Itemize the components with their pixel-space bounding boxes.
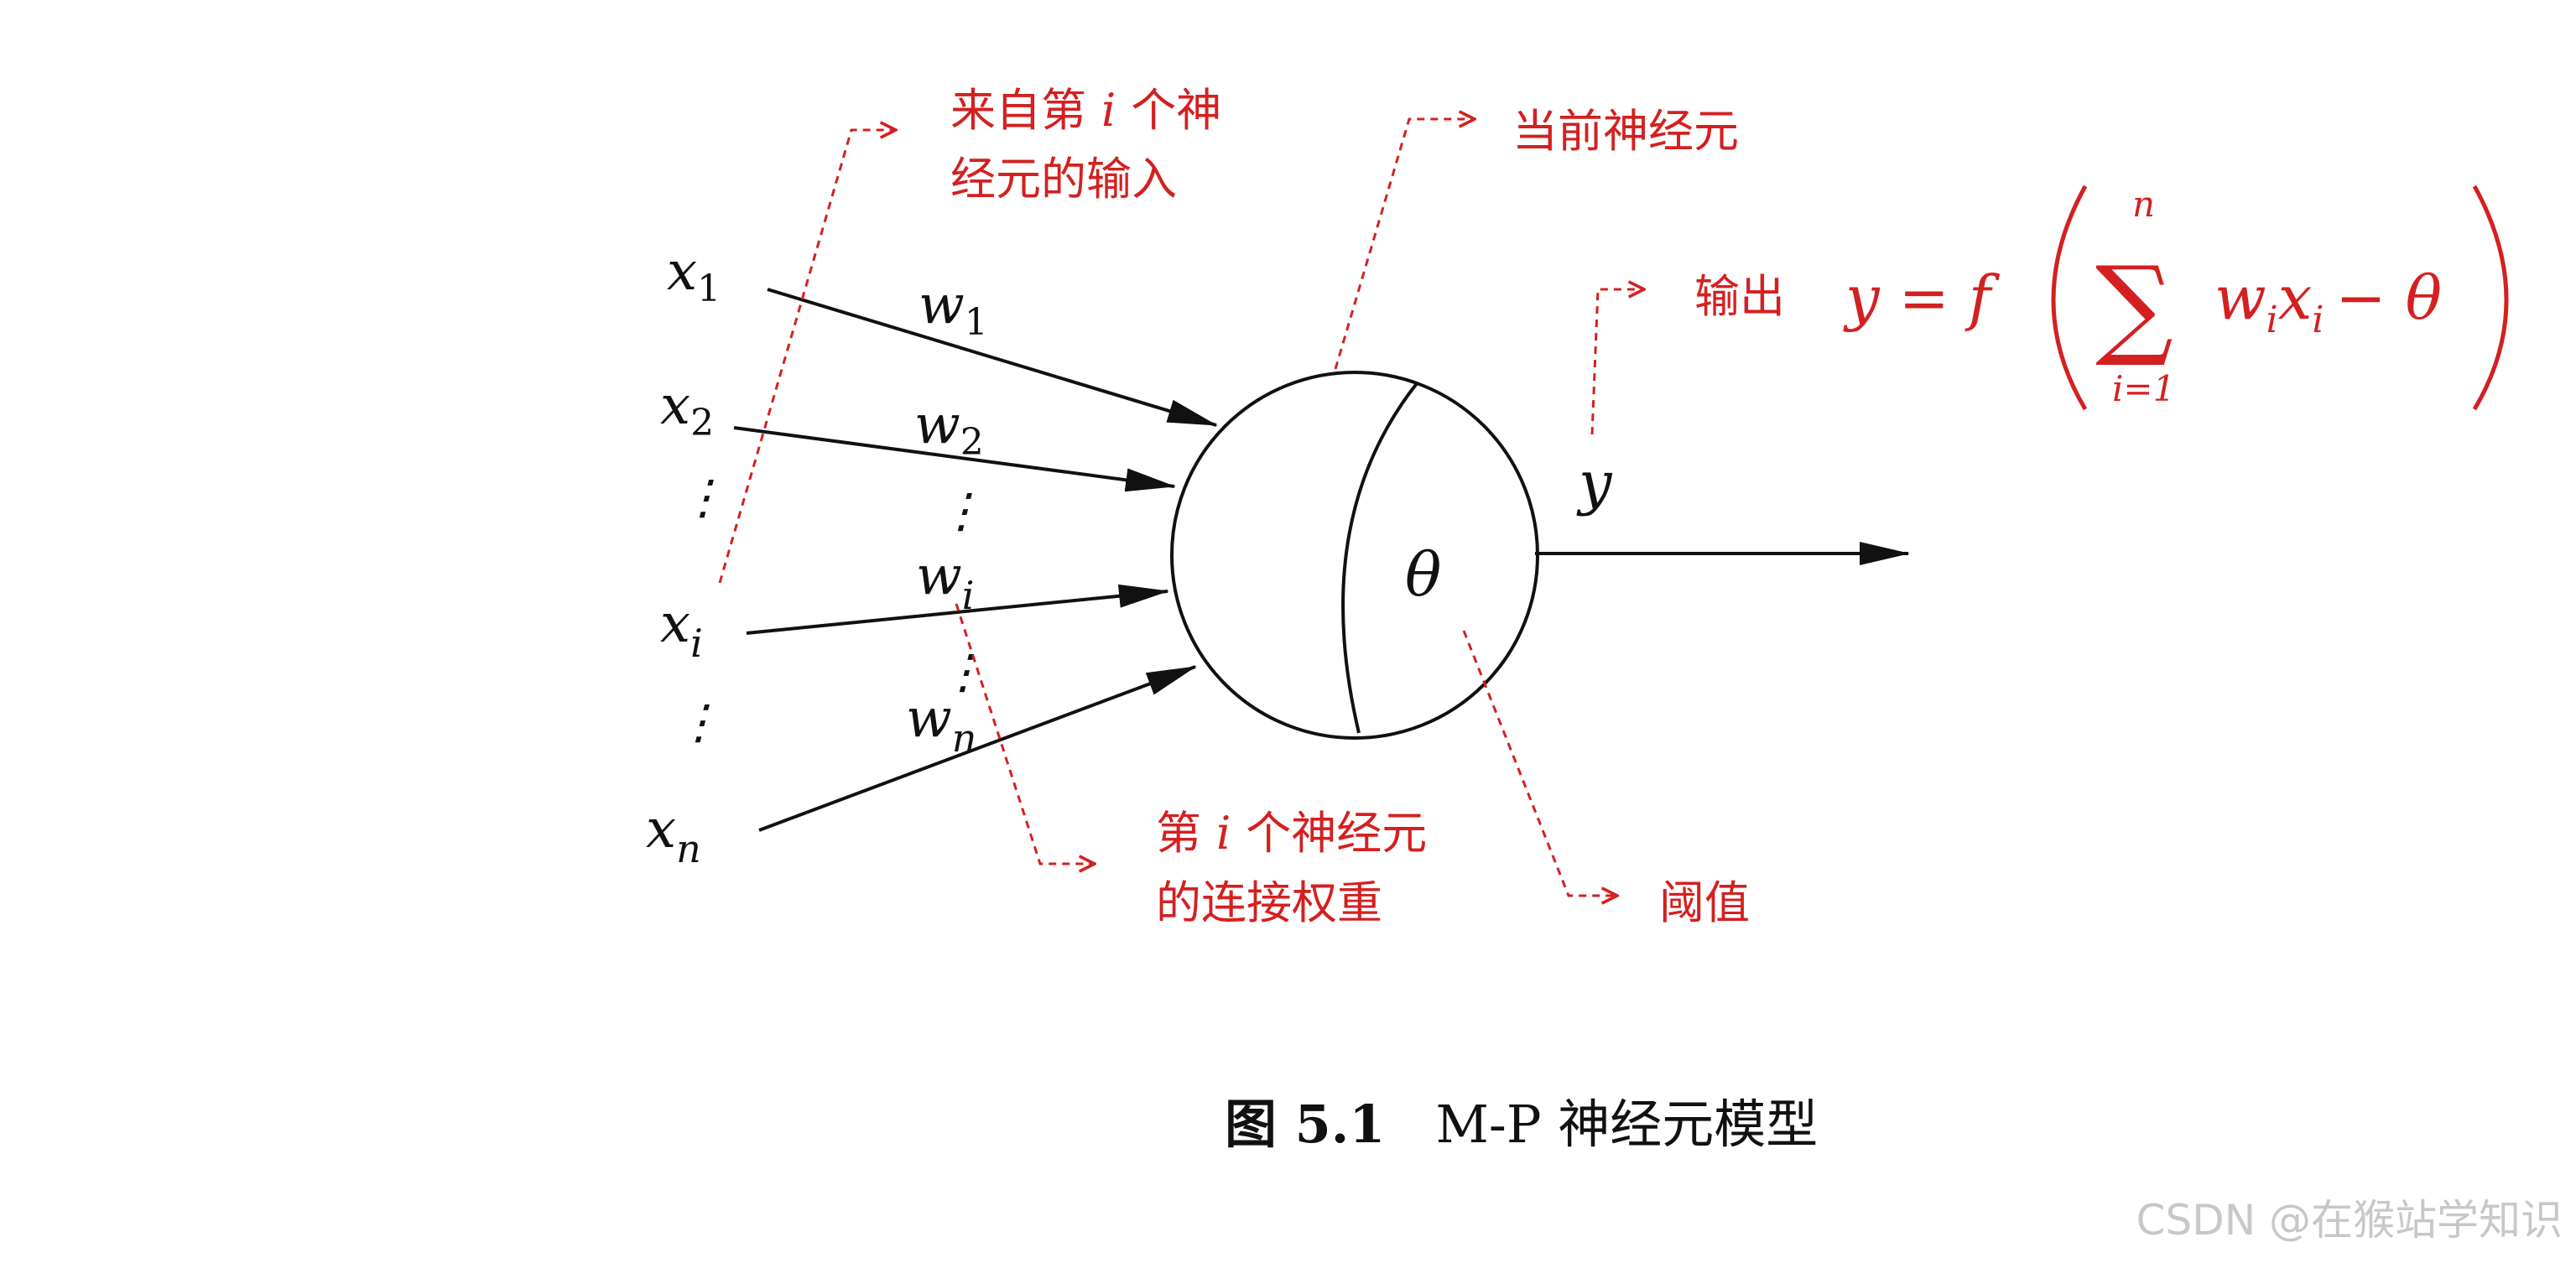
output-annotation-leader [1590, 289, 1644, 435]
weight-w1: w1 [919, 274, 988, 344]
weight-annotation-leader [955, 603, 1095, 864]
formula-term: wixi− θ [2214, 262, 2442, 341]
neuron-divider [1341, 381, 1419, 734]
output-y: y [1576, 449, 1613, 517]
input-vdots-upper: ⋮ [679, 470, 726, 525]
formula-right-paren [2472, 185, 2509, 411]
weight-wi: wi [916, 545, 975, 618]
formula-left-paren [2051, 185, 2088, 411]
csdn-watermark: CSDN @在猴站学知识 [2136, 1196, 2563, 1245]
neuron-circle [1170, 371, 1539, 740]
threshold-theta: θ [1405, 539, 1441, 610]
formula-sum-bottom: i=1 [2112, 368, 2175, 409]
input-vdots-lower: ⋮ [675, 695, 722, 750]
current-neuron-label: 当前神经元 [1512, 105, 1739, 158]
input-x2: x2 [660, 375, 714, 444]
threshold-leader [1462, 630, 1617, 896]
input-annotation-leader [718, 130, 896, 584]
output-label: 输出 [1694, 270, 1785, 323]
current-neuron-leader [1334, 119, 1475, 370]
output-formula: y = f n ∑ i=1 wixi− θ [1843, 184, 2509, 411]
input-xi: xi [660, 593, 703, 666]
input-arrow-1 [767, 288, 1218, 427]
weight-vdots-upper: ⋮ [938, 484, 985, 538]
input-xn: xn [646, 798, 701, 871]
input-x1: x1 [667, 241, 721, 310]
input-arrow-n [758, 665, 1197, 832]
input-arrow-2 [733, 426, 1176, 492]
formula-lhs: y = f [1843, 262, 2001, 333]
formula-sum-top: n [2132, 184, 2155, 225]
input-annotation-line2: 经元的输入 [950, 153, 1177, 205]
weight-wn: wn [906, 688, 976, 761]
threshold-label: 阈值 [1659, 876, 1750, 929]
weight-w2: w2 [914, 394, 984, 464]
formula-sum-sign: ∑ [2095, 242, 2173, 370]
weight-annotation-line2: 的连接权重 [1156, 876, 1382, 929]
input-arrow-i [746, 584, 1169, 635]
